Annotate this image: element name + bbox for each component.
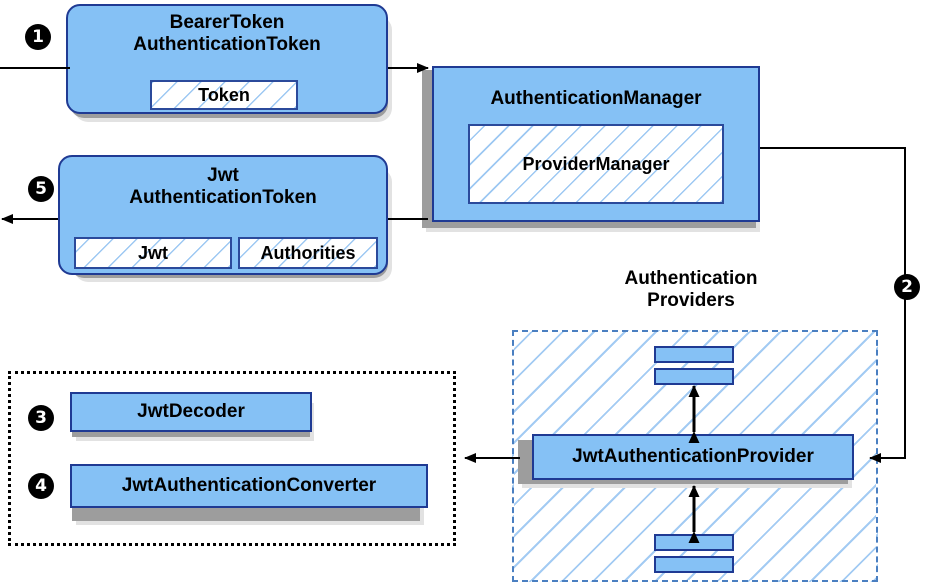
authentication-providers-caption: Authentication Providers (588, 268, 794, 312)
providers-caption-line2: Providers (647, 289, 735, 311)
jwt-token-title-line2: AuthenticationToken (129, 187, 317, 208)
bearer-token-title-line1: BearerToken (169, 12, 285, 33)
inner-box-provider-manager[interactable]: ProviderManager (468, 124, 724, 204)
inner-box-jwt[interactable]: Jwt (74, 237, 232, 269)
badge-step-4: 4 (28, 473, 54, 499)
inner-box-token[interactable]: Token (150, 80, 298, 110)
inner-box-authorities[interactable]: Authorities (238, 237, 378, 269)
provider-bar-top-2 (654, 368, 734, 385)
badge-step-3: 3 (28, 405, 54, 431)
node-bearer-token-authentication-token[interactable]: BearerToken AuthenticationToken (66, 4, 388, 114)
provider-bar-bottom-1 (654, 534, 734, 551)
node-jwt-authentication-token[interactable]: Jwt AuthenticationToken (58, 155, 388, 275)
badge-step-1: 1 (25, 24, 51, 50)
provider-bar-bottom-2 (654, 556, 734, 573)
bearer-token-title-line2: AuthenticationToken (133, 34, 321, 55)
support-components-container (8, 371, 456, 546)
jwt-token-title-line1: Jwt (207, 165, 239, 186)
badge-step-2: 2 (894, 274, 920, 300)
provider-bar-top-1 (654, 346, 734, 363)
node-jwt-authentication-provider[interactable]: JwtAuthenticationProvider (532, 434, 854, 480)
node-jwt-authentication-converter[interactable]: JwtAuthenticationConverter (70, 464, 428, 508)
authentication-manager-title: AuthenticationManager (490, 88, 702, 109)
node-jwt-decoder[interactable]: JwtDecoder (70, 392, 312, 432)
badge-step-5: 5 (28, 176, 54, 202)
providers-caption-line1: Authentication (624, 268, 758, 289)
